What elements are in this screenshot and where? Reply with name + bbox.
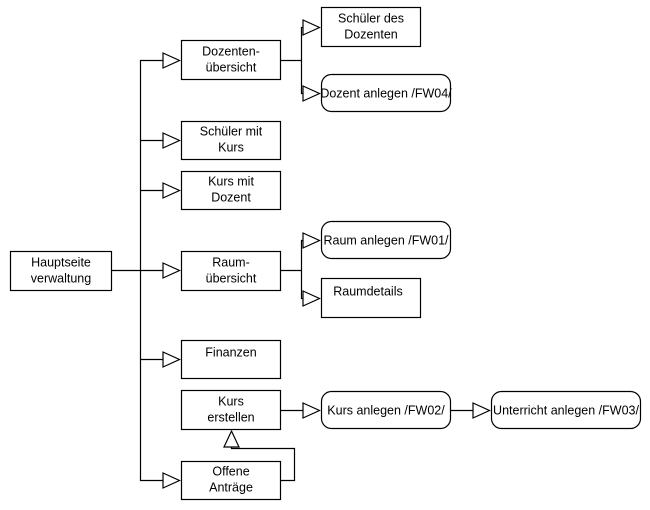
node-shape — [320, 6, 422, 48]
node-raumdetails[interactable]: Raumdetails — [320, 277, 422, 319]
node-label-line: erstellen — [207, 410, 254, 424]
node-schueler-des-dozenten[interactable]: Schüler des Dozenten — [320, 6, 422, 48]
edge-line — [111, 59, 163, 272]
edge-kurs-anlegen-fw02-to-unterricht-anlegen-fw03 — [451, 402, 491, 419]
arrow-head-icon — [162, 351, 181, 368]
node-shape — [320, 220, 452, 260]
node-label-line: Schüler mit — [200, 124, 263, 138]
node-shape — [180, 389, 282, 431]
edge-hauptseite-to-raumuebersicht — [140, 262, 181, 279]
edge-hauptseite-to-finanzen — [140, 351, 181, 368]
edge-line — [281, 26, 303, 62]
edge-line — [281, 239, 303, 272]
node-hauptseite[interactable]: Hauptseite verwaltung — [9, 250, 113, 292]
node-shape — [9, 250, 113, 292]
edge-hauptseite-to-kurs-mit-dozent — [140, 182, 181, 199]
node-label-line: Schüler des — [338, 11, 404, 25]
node-label-line: Finanzen — [205, 345, 256, 359]
edge-hauptseite-to-dozentenuebersicht — [111, 52, 181, 272]
node-label-line: Hauptseite — [31, 255, 91, 269]
node-kurs-erstellen[interactable]: Kurs erstellen — [180, 389, 282, 431]
arrow-head-icon — [162, 472, 181, 489]
node-label-line: Kurs — [218, 140, 244, 154]
arrow-head-icon — [302, 85, 321, 102]
node-unterricht-anlegen-fw03[interactable]: Unterricht anlegen /FW03/ — [490, 390, 642, 430]
edge-offene-antraege-to-kurs-erstellen — [223, 429, 296, 482]
node-shape — [180, 170, 282, 211]
arrow-head-icon — [302, 19, 321, 36]
node-shape — [490, 390, 642, 430]
node-label-line: Dozenten- — [202, 44, 260, 58]
node-label-line: Kurs mit — [208, 174, 254, 188]
edge-hauptseite-to-schueler-mit-kurs — [140, 132, 181, 149]
node-label-line: übersicht — [206, 271, 257, 285]
node-finanzen[interactable]: Finanzen — [180, 339, 282, 380]
edge-dozentenuebersicht-to-schueler-des-dozenten — [281, 19, 321, 62]
edge-line — [230, 447, 296, 482]
edge-kurs-erstellen-to-kurs-anlegen-fw02 — [281, 402, 321, 419]
arrow-head-icon — [302, 232, 321, 249]
node-raum-anlegen-fw01[interactable]: Raum anlegen /FW01/ — [320, 220, 452, 260]
node-shape — [180, 460, 282, 501]
node-shape — [180, 339, 282, 380]
node-label-line: Dozent — [211, 190, 251, 204]
node-kurs-anlegen-fw02[interactable]: Kurs anlegen /FW02/ — [320, 390, 452, 430]
node-dozentenuebersicht[interactable]: Dozenten- übersicht — [180, 39, 282, 81]
edge-dozentenuebersicht-to-dozent-anlegen-fw04 — [300, 60, 321, 102]
node-label-line: Raumdetails — [333, 284, 402, 298]
node-shape — [320, 277, 422, 319]
node-shape — [320, 390, 452, 430]
arrow-head-icon — [162, 132, 181, 149]
node-label-line: Kurs anlegen /FW02/ — [327, 403, 445, 417]
node-label-line: verwaltung — [31, 271, 91, 285]
arrow-head-icon — [223, 429, 240, 448]
node-offene-antraege[interactable]: Offene Anträge — [180, 460, 282, 501]
node-label-line: Offene — [212, 464, 249, 478]
edge-raumuebersicht-to-raum-anlegen-fw01 — [281, 232, 321, 272]
node-label-line: Anträge — [209, 480, 253, 494]
arrow-head-icon — [162, 182, 181, 199]
node-dozent-anlegen-fw04[interactable]: Dozent anlegen /FW04/ — [320, 73, 452, 113]
arrow-head-icon — [162, 262, 181, 279]
node-label-line: Unterricht anlegen /FW03/ — [493, 403, 639, 417]
arrow-head-icon — [302, 402, 321, 419]
edge-line — [139, 270, 163, 482]
node-shape — [180, 120, 282, 161]
node-schueler-mit-kurs[interactable]: Schüler mit Kurs — [180, 120, 282, 161]
node-label-line: Dozent anlegen /FW04/ — [320, 86, 452, 100]
arrow-head-icon — [162, 52, 181, 69]
node-raumuebersicht[interactable]: Raum- übersicht — [180, 250, 282, 292]
node-label-line: Kurs — [218, 394, 244, 408]
node-label-line: Raum- — [212, 255, 250, 269]
node-label-line: Raum anlegen /FW01/ — [323, 233, 449, 247]
node-shape — [180, 39, 282, 81]
node-kurs-mit-dozent[interactable]: Kurs mit Dozent — [180, 170, 282, 211]
arrow-head-icon — [302, 290, 321, 307]
node-label-line: übersicht — [206, 60, 257, 74]
node-label-line: Dozenten — [344, 27, 398, 41]
node-shape — [320, 73, 452, 113]
arrow-head-icon — [472, 402, 491, 419]
node-shape — [180, 250, 282, 292]
edge-hauptseite-to-offene-antraege — [139, 270, 181, 489]
edge-raumuebersicht-to-raumdetails — [300, 270, 321, 307]
